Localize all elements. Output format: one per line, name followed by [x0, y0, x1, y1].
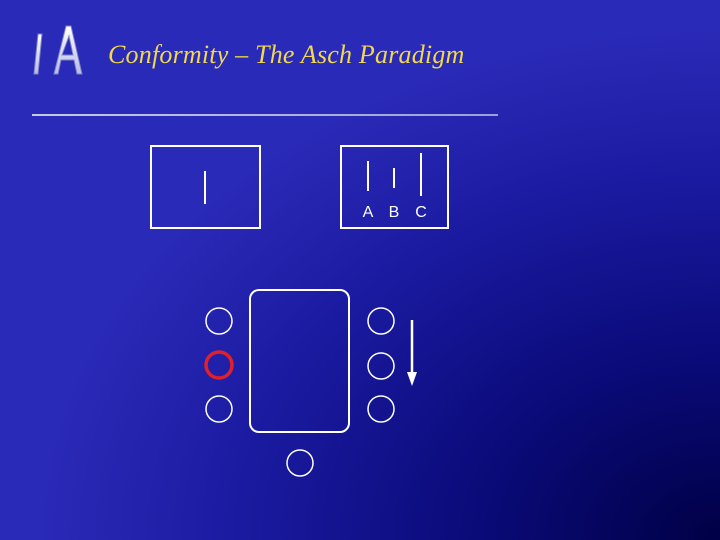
response-order-arrow — [407, 320, 417, 386]
label-b: B — [389, 204, 400, 221]
participant-left-3 — [205, 395, 233, 423]
standard-line-card — [150, 145, 261, 229]
participant-subject — [204, 350, 234, 380]
participant-bottom — [286, 449, 314, 477]
slide-title: Conformity – The Asch Paradigm — [108, 40, 465, 69]
participant-right-2 — [367, 352, 395, 380]
participant-left-1 — [205, 307, 233, 335]
comparison-lines-card: A B C — [340, 145, 449, 229]
title-divider — [32, 114, 498, 116]
label-a: A — [363, 204, 374, 221]
label-c: C — [415, 204, 427, 221]
ia-logo-icon — [33, 25, 83, 75]
participant-right-3 — [367, 395, 395, 423]
participant-right-1 — [367, 307, 395, 335]
table — [249, 289, 350, 433]
